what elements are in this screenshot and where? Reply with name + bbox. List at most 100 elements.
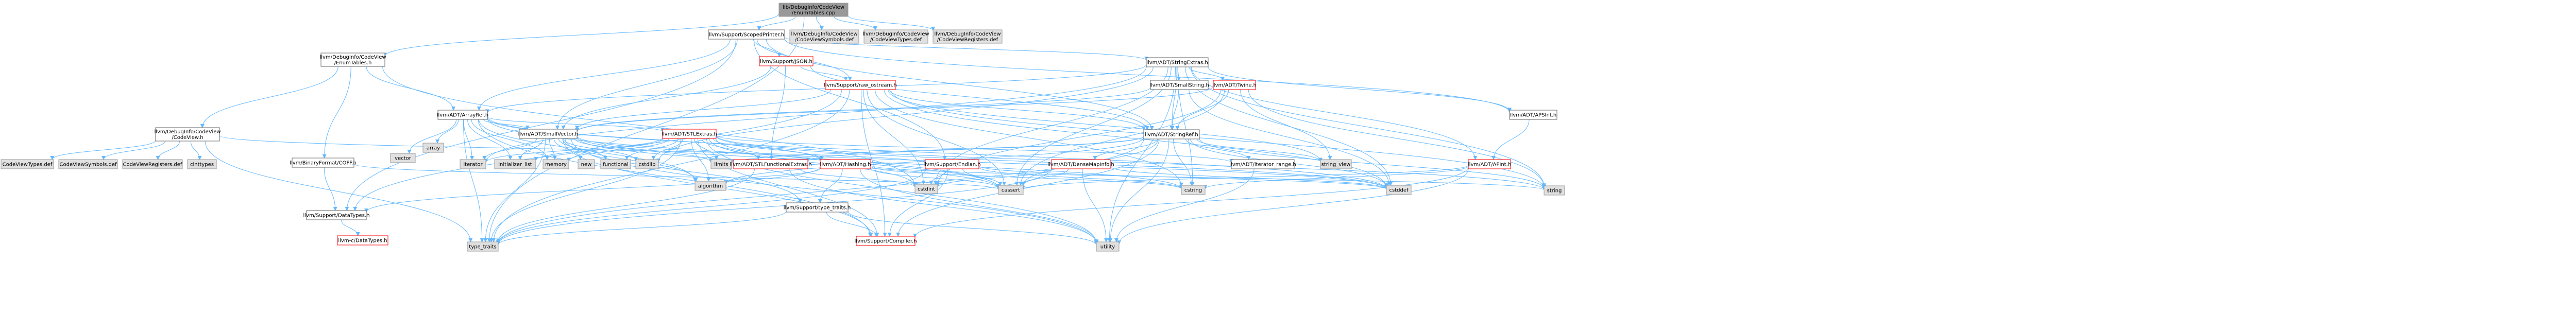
node-algorithm[interactable]: algorithm (694, 181, 726, 191)
node-box (390, 153, 416, 163)
edge-endian-to-typetraits (496, 168, 926, 244)
node-arrayref[interactable]: llvm/ADT/ArrayRef.h (437, 110, 489, 120)
node-apsint[interactable]: llvm/ADT/APSInt.h (1509, 110, 1557, 120)
node-iterator[interactable]: iterator (460, 159, 486, 169)
edge-arrayref-to-iterator (463, 119, 474, 160)
node-utility[interactable]: utility (1096, 241, 1120, 252)
edge-root-to-cvreg_def_top (848, 15, 935, 31)
edge-stringextras-to-stringref (1170, 66, 1177, 130)
node-smallstring[interactable]: llvm/ADT/SmallString.h (1149, 80, 1209, 90)
node-label: CodeViewSymbols.def (60, 162, 117, 168)
node-binaryformat[interactable]: llvm/BinaryFormat/COFF.h (290, 157, 357, 168)
node-box (1386, 185, 1412, 195)
edge-densemapinfo-to-utility (1082, 168, 1109, 242)
node-box (778, 3, 849, 17)
node-box (519, 129, 578, 139)
node-codeview_h[interactable]: llvm/DebugInfo/CodeView/CodeView.h (154, 127, 221, 142)
node-initlist[interactable]: initializer_list (494, 159, 536, 169)
node-box (543, 159, 569, 169)
node-label: /EnumTables.h (334, 60, 372, 66)
node-smallvector[interactable]: llvm/ADT/SmallVector.h (518, 129, 579, 139)
edge-stlextras-to-iterator (484, 137, 663, 163)
edge-stlextras-to-initlist (534, 138, 663, 162)
edge-stlextras-to-memory (567, 138, 669, 162)
node-box (733, 159, 808, 169)
node-box (337, 235, 388, 246)
node-cinttypes[interactable]: cinttypes (187, 159, 217, 169)
node-cstddef[interactable]: cstddef (1386, 185, 1412, 195)
node-rawostream[interactable]: llvm/Support/raw_ostream.h (824, 80, 897, 90)
edge-iterrange-to-utility (1114, 168, 1255, 242)
node-box (1181, 185, 1206, 195)
edge-stringextras-to-utility (1107, 66, 1176, 242)
edge-scopedprinter-to-stringref (766, 39, 1154, 130)
node-cdatatypes[interactable]: llvm-c/DataTypes.h (337, 235, 388, 246)
node-iterrange[interactable]: llvm/ADT/iterator_range.h (1229, 159, 1296, 169)
node-label: initializer_list (498, 162, 532, 168)
edge-arrayref-to-memory (471, 119, 550, 160)
node-memory[interactable]: memory (543, 159, 569, 169)
node-cvreg_def[interactable]: CodeViewRegisters.def (122, 159, 183, 169)
node-label: llvm/DebugInfo/CodeView (862, 31, 929, 37)
node-cstdint[interactable]: cstdint (914, 184, 938, 194)
edge-stlextras-to-typetraits (489, 138, 682, 242)
edge-stringref-to-stlfunc (806, 136, 1144, 162)
node-scopedprinter[interactable]: llvm/Support/ScopedPrinter.h (708, 29, 785, 40)
node-box (863, 29, 928, 44)
node-cvsym_def[interactable]: CodeViewSymbols.def (58, 159, 118, 169)
node-typetraits[interactable]: type_traits (467, 241, 499, 252)
node-stringview[interactable]: string_view (1320, 159, 1352, 169)
node-cvsym_def_top[interactable]: llvm/DebugInfo/CodeView/CodeViewSymbols.… (789, 29, 859, 44)
edge-enumtables_h-to-binaryformat (322, 66, 351, 159)
node-cvtypes_def_top[interactable]: llvm/DebugInfo/CodeView/CodeViewTypes.de… (862, 29, 929, 44)
node-compiler[interactable]: llvm/Support/Compiler.h (854, 236, 917, 246)
node-cassert[interactable]: cassert (998, 185, 1024, 195)
node-stringref[interactable]: llvm/ADT/StringRef.h (1143, 129, 1200, 139)
node-label: utility (1100, 244, 1115, 250)
node-string[interactable]: string (1544, 185, 1565, 196)
node-cvtypes_def[interactable]: CodeViewTypes.def (1, 159, 54, 169)
edge-densemapinfo-to-cstddef (1110, 166, 1388, 190)
edge-densemapinfo-to-cassert (1021, 168, 1069, 186)
node-densemapinfo[interactable]: llvm/ADT/DenseMapInfo.h (1047, 159, 1114, 169)
node-new[interactable]: new (578, 159, 595, 169)
node-label: cstdlib (639, 162, 656, 168)
node-enumtables_h[interactable]: llvm/DebugInfo/CodeView/EnumTables.h (319, 52, 386, 67)
node-typetraits_h[interactable]: llvm/Support/type_traits.h (784, 202, 851, 213)
node-box (1143, 129, 1200, 139)
node-label: llvm/ADT/APSInt.h (1510, 113, 1557, 118)
node-label: llvm/Support/type_traits.h (784, 205, 851, 211)
node-stlextras[interactable]: llvm/ADT/STLExtras.h (662, 129, 717, 139)
node-box (933, 29, 1003, 44)
node-limits[interactable]: limits (710, 159, 732, 169)
node-hashing[interactable]: llvm/ADT/Hashing.h (820, 159, 871, 169)
node-cvreg_def_top[interactable]: llvm/DebugInfo/CodeView/CodeViewRegister… (933, 29, 1003, 44)
node-label: /EnumTables.cpp (792, 10, 836, 16)
node-twine[interactable]: llvm/ADT/Twine.h (1212, 80, 1257, 90)
edge-stlextras-to-cstdint (709, 138, 917, 187)
node-datatypes[interactable]: llvm/Support/DataTypes.h (303, 210, 370, 220)
node-label: algorithm (698, 184, 723, 189)
node-json[interactable]: llvm/Support/JSON.h (759, 56, 814, 66)
edge-arrayref-to-smallvector (483, 119, 530, 130)
node-label: limits (714, 162, 728, 168)
node-label: llvm/BinaryFormat/COFF.h (290, 161, 357, 166)
node-apint[interactable]: llvm/ADT/APInt.h (1468, 159, 1511, 169)
node-stringextras[interactable]: llvm/ADT/StringExtras.h (1146, 57, 1209, 67)
node-array[interactable]: array (422, 143, 444, 153)
node-cstring[interactable]: cstring (1181, 185, 1206, 195)
node-endian[interactable]: llvm/Support/Endian.h (923, 159, 981, 169)
node-cstdlib[interactable]: cstdlib (635, 159, 659, 169)
node-label: llvm/Support/Compiler.h (854, 239, 917, 244)
node-box (122, 159, 183, 169)
edge-enumtables_h-to-cstdint (382, 66, 917, 187)
edge-stlfunc-to-utility (789, 168, 1098, 244)
node-vector[interactable]: vector (390, 153, 416, 163)
node-box (1231, 159, 1295, 169)
edge-binaryformat-to-datatypes (324, 167, 337, 211)
node-functional[interactable]: functional (600, 159, 631, 169)
edge-smallvector-to-new (553, 138, 583, 160)
node-stlfunc[interactable]: llvm/ADT/STLFunctionalExtras.h (730, 159, 812, 169)
edge-binaryformat-to-cassert (353, 163, 1001, 190)
node-label: llvm/ADT/ArrayRef.h (437, 113, 489, 118)
